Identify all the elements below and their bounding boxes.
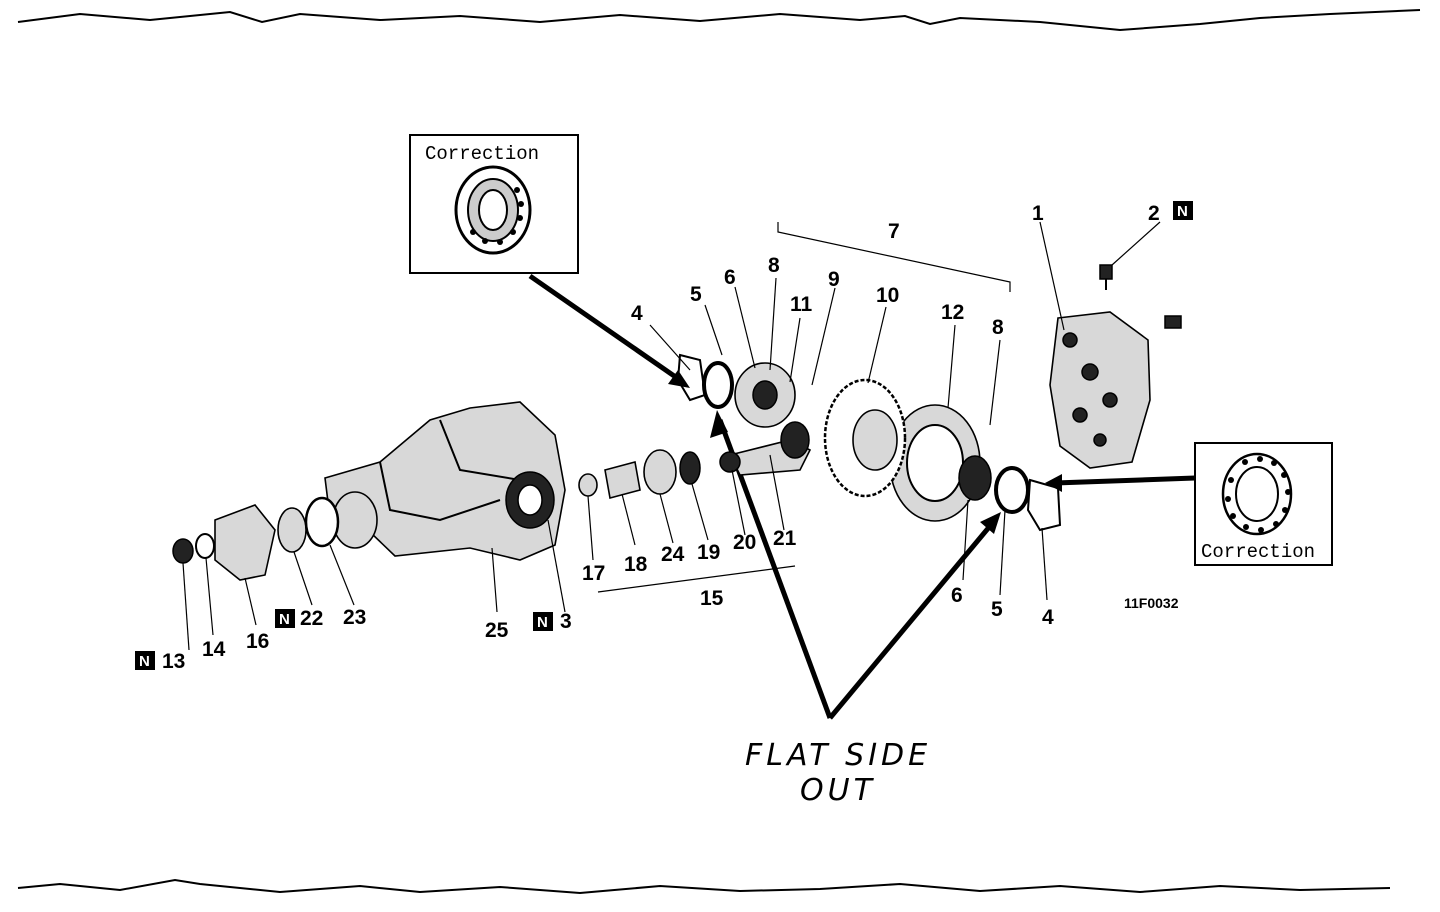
torn-edge-bottom <box>17 878 1391 895</box>
bearing-seal-icon <box>454 165 532 255</box>
label-21: 21 <box>773 527 797 550</box>
correction-label-right: Correction <box>1201 541 1315 563</box>
label-14: 14 <box>202 638 226 661</box>
label-16: 16 <box>246 630 269 653</box>
correction-box-left: Correction <box>409 134 579 274</box>
label-22: 22 <box>300 607 323 630</box>
correction-box-right: Correction <box>1194 442 1333 566</box>
label-23: 23 <box>343 606 366 629</box>
label-4-left: 4 <box>631 302 643 325</box>
label-19: 19 <box>697 541 720 564</box>
ring-gear-12 <box>889 404 981 522</box>
label-12: 12 <box>941 301 964 324</box>
svg-text:N: N <box>537 614 548 631</box>
flat-side-arrowhead-left <box>710 410 728 438</box>
correction-label-left: Correction <box>425 143 539 165</box>
label-13: 13 <box>162 650 185 673</box>
n-badge-13: N <box>135 651 155 670</box>
case-10 <box>823 378 907 498</box>
n-badge-22: N <box>275 609 295 628</box>
svg-text:N: N <box>1177 203 1188 220</box>
label-25: 25 <box>485 619 509 642</box>
label-5-left: 5 <box>690 283 702 306</box>
label-7: 7 <box>888 220 900 243</box>
n-badge-3: N <box>533 612 553 631</box>
annotation-line-1: FLAT SIDE <box>745 738 931 773</box>
bolt-2 <box>1099 264 1182 329</box>
svg-text:N: N <box>139 653 150 670</box>
label-4-right: 4 <box>1042 606 1054 629</box>
label-24: 24 <box>661 543 685 566</box>
figure-code: 11F0032 <box>1124 595 1179 611</box>
pinion-shaft-21 <box>728 421 812 476</box>
correction-arrowhead-right <box>1045 474 1062 492</box>
label-17: 17 <box>582 562 605 585</box>
torn-edge-top <box>17 9 1421 32</box>
svg-text:N: N <box>279 611 290 628</box>
label-6-right: 6 <box>951 584 963 607</box>
bearing-5-6-left <box>676 353 796 428</box>
bearing-icon <box>1221 452 1293 536</box>
label-20: 20 <box>733 531 756 554</box>
label-10: 10 <box>876 284 899 307</box>
label-5-right: 5 <box>991 598 1003 621</box>
label-9: 9 <box>828 268 840 291</box>
label-1: 1 <box>1032 202 1044 225</box>
n-badge-2: N <box>1173 201 1193 220</box>
label-8-left: 8 <box>768 254 780 277</box>
label-15: 15 <box>700 587 724 610</box>
flat-side-arrow-right <box>828 518 997 720</box>
label-11: 11 <box>790 293 813 316</box>
cover-1 <box>1049 311 1151 469</box>
pinion-parts-17-24 <box>578 449 741 499</box>
label-8-right: 8 <box>992 316 1004 339</box>
label-18: 18 <box>624 553 648 576</box>
annotation-line-2: OUT <box>800 773 876 808</box>
housing-25 <box>324 401 566 561</box>
label-3: 3 <box>560 610 572 633</box>
correction-arrow-right <box>1054 475 1196 486</box>
bearing-5-6-right <box>958 455 1062 532</box>
flat-side-arrowhead-right <box>980 512 1001 534</box>
leader-lines <box>182 221 1161 651</box>
flange-parts-13-23 <box>172 496 340 581</box>
correction-arrow-left <box>528 273 682 383</box>
label-2: 2 <box>1148 202 1160 225</box>
label-6-left: 6 <box>724 266 736 289</box>
